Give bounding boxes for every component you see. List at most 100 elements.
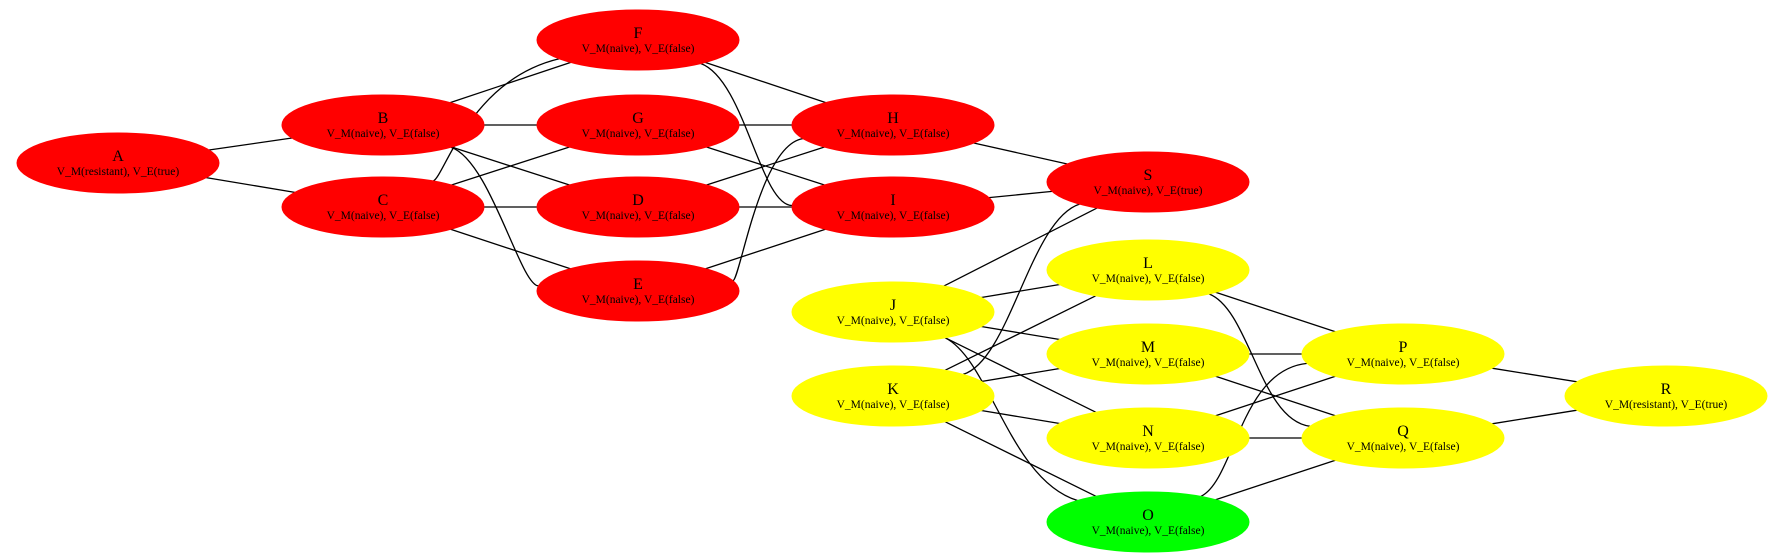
edge-c-e — [450, 228, 571, 270]
node-ellipse-h — [791, 94, 995, 156]
edge-l-q — [1208, 293, 1311, 427]
node-label-e: E — [633, 276, 643, 293]
edge-k-m — [981, 367, 1060, 383]
node-b: BV_M(naive), V_E(false) — [281, 94, 485, 156]
node-state-r: V_M(resistant), V_E(true) — [1605, 399, 1728, 411]
node-label-o: O — [1142, 507, 1154, 524]
node-label-l: L — [1143, 255, 1153, 272]
node-ellipse-f — [536, 9, 740, 71]
node-g: GV_M(naive), V_E(false) — [536, 94, 740, 156]
node-label-p: P — [1399, 339, 1408, 356]
node-k: KV_M(naive), V_E(false) — [791, 365, 995, 427]
edge-e-i — [705, 228, 826, 270]
node-state-d: V_M(naive), V_E(false) — [582, 210, 695, 222]
node-label-h: H — [887, 110, 899, 127]
node-label-k: K — [887, 381, 899, 398]
node-state-a: V_M(resistant), V_E(true) — [57, 166, 180, 178]
node-ellipse-l — [1046, 239, 1250, 301]
node-state-g: V_M(naive), V_E(false) — [582, 128, 695, 140]
edge-k-n — [981, 409, 1060, 425]
edge-b-e — [450, 146, 539, 287]
node-ellipse-b — [281, 94, 485, 156]
edge-f-h — [704, 61, 827, 104]
node-ellipse-d — [536, 176, 740, 238]
edge-p-r — [1491, 367, 1578, 383]
node-label-q: Q — [1397, 423, 1409, 440]
node-e: EV_M(naive), V_E(false) — [536, 260, 740, 322]
node-ellipse-r — [1564, 365, 1768, 427]
node-label-a: A — [112, 148, 124, 165]
node-state-k: V_M(naive), V_E(false) — [837, 399, 950, 411]
node-label-s: S — [1144, 167, 1153, 184]
edge-a-b — [208, 137, 293, 151]
node-state-f: V_M(naive), V_E(false) — [582, 43, 695, 55]
node-state-m: V_M(naive), V_E(false) — [1092, 357, 1205, 369]
edge-a-c — [206, 176, 295, 194]
edge-s-k — [962, 203, 1080, 376]
node-l: LV_M(naive), V_E(false) — [1046, 239, 1250, 301]
edge-j-o — [944, 337, 1078, 502]
node-label-j: J — [890, 297, 896, 314]
edge-o-q — [1215, 459, 1336, 501]
node-label-f: F — [634, 25, 643, 42]
node-ellipse-e — [536, 260, 740, 322]
edge-i-s — [988, 190, 1053, 199]
node-label-d: D — [632, 192, 644, 209]
edge-d-h — [706, 146, 825, 186]
node-ellipse-g — [536, 94, 740, 156]
node-m: MV_M(naive), V_E(false) — [1046, 323, 1250, 385]
node-state-h: V_M(naive), V_E(false) — [837, 128, 950, 140]
node-ellipse-j — [791, 281, 995, 343]
node-p: PV_M(naive), V_E(false) — [1301, 323, 1505, 385]
node-h: HV_M(naive), V_E(false) — [791, 94, 995, 156]
node-ellipse-a — [16, 132, 220, 194]
node-r: RV_M(resistant), V_E(true) — [1564, 365, 1768, 427]
edge-e-h — [732, 137, 803, 282]
node-state-l: V_M(naive), V_E(false) — [1092, 273, 1205, 285]
node-ellipse-n — [1046, 407, 1250, 469]
node-ellipse-s — [1046, 151, 1250, 213]
node-state-s: V_M(naive), V_E(true) — [1093, 185, 1202, 197]
node-ellipse-o — [1046, 491, 1250, 553]
node-label-r: R — [1661, 381, 1672, 398]
node-label-g: G — [632, 110, 644, 127]
edge-b-f — [449, 61, 572, 104]
node-i: IV_M(naive), V_E(false) — [791, 176, 995, 238]
node-ellipse-m — [1046, 323, 1250, 385]
edge-j-l — [981, 283, 1060, 299]
node-q: QV_M(naive), V_E(false) — [1301, 407, 1505, 469]
edge-q-r — [1491, 409, 1578, 425]
edge-c-g — [451, 146, 570, 186]
node-a: AV_M(resistant), V_E(true) — [16, 132, 220, 194]
edge-k-l — [944, 295, 1097, 371]
node-label-i: I — [890, 192, 895, 209]
node-label-m: M — [1141, 339, 1155, 356]
node-state-i: V_M(naive), V_E(false) — [837, 210, 950, 222]
node-n: NV_M(naive), V_E(false) — [1046, 407, 1250, 469]
nodes-layer: AV_M(resistant), V_E(true)BV_M(naive), V… — [16, 9, 1768, 553]
node-ellipse-i — [791, 176, 995, 238]
node-state-j: V_M(naive), V_E(false) — [837, 315, 950, 327]
edge-n-p — [1215, 375, 1336, 417]
node-ellipse-c — [281, 176, 485, 238]
node-ellipse-q — [1301, 407, 1505, 469]
node-state-q: V_M(naive), V_E(false) — [1347, 441, 1460, 453]
edge-h-s — [973, 142, 1068, 165]
edge-s-j — [943, 207, 1098, 287]
node-label-c: C — [378, 192, 389, 209]
node-f: FV_M(naive), V_E(false) — [536, 9, 740, 71]
edge-k-o — [944, 421, 1097, 497]
node-s: SV_M(naive), V_E(true) — [1046, 151, 1250, 213]
node-c: CV_M(naive), V_E(false) — [281, 176, 485, 238]
node-label-b: B — [378, 110, 389, 127]
edge-f-i — [700, 62, 793, 207]
node-state-p: V_M(naive), V_E(false) — [1347, 357, 1460, 369]
edge-l-p — [1215, 291, 1336, 333]
node-o: OV_M(naive), V_E(false) — [1046, 491, 1250, 553]
edges-layer — [206, 58, 1578, 502]
node-ellipse-k — [791, 365, 995, 427]
node-label-n: N — [1142, 423, 1154, 440]
node-state-n: V_M(naive), V_E(false) — [1092, 441, 1205, 453]
node-state-b: V_M(naive), V_E(false) — [327, 128, 440, 140]
